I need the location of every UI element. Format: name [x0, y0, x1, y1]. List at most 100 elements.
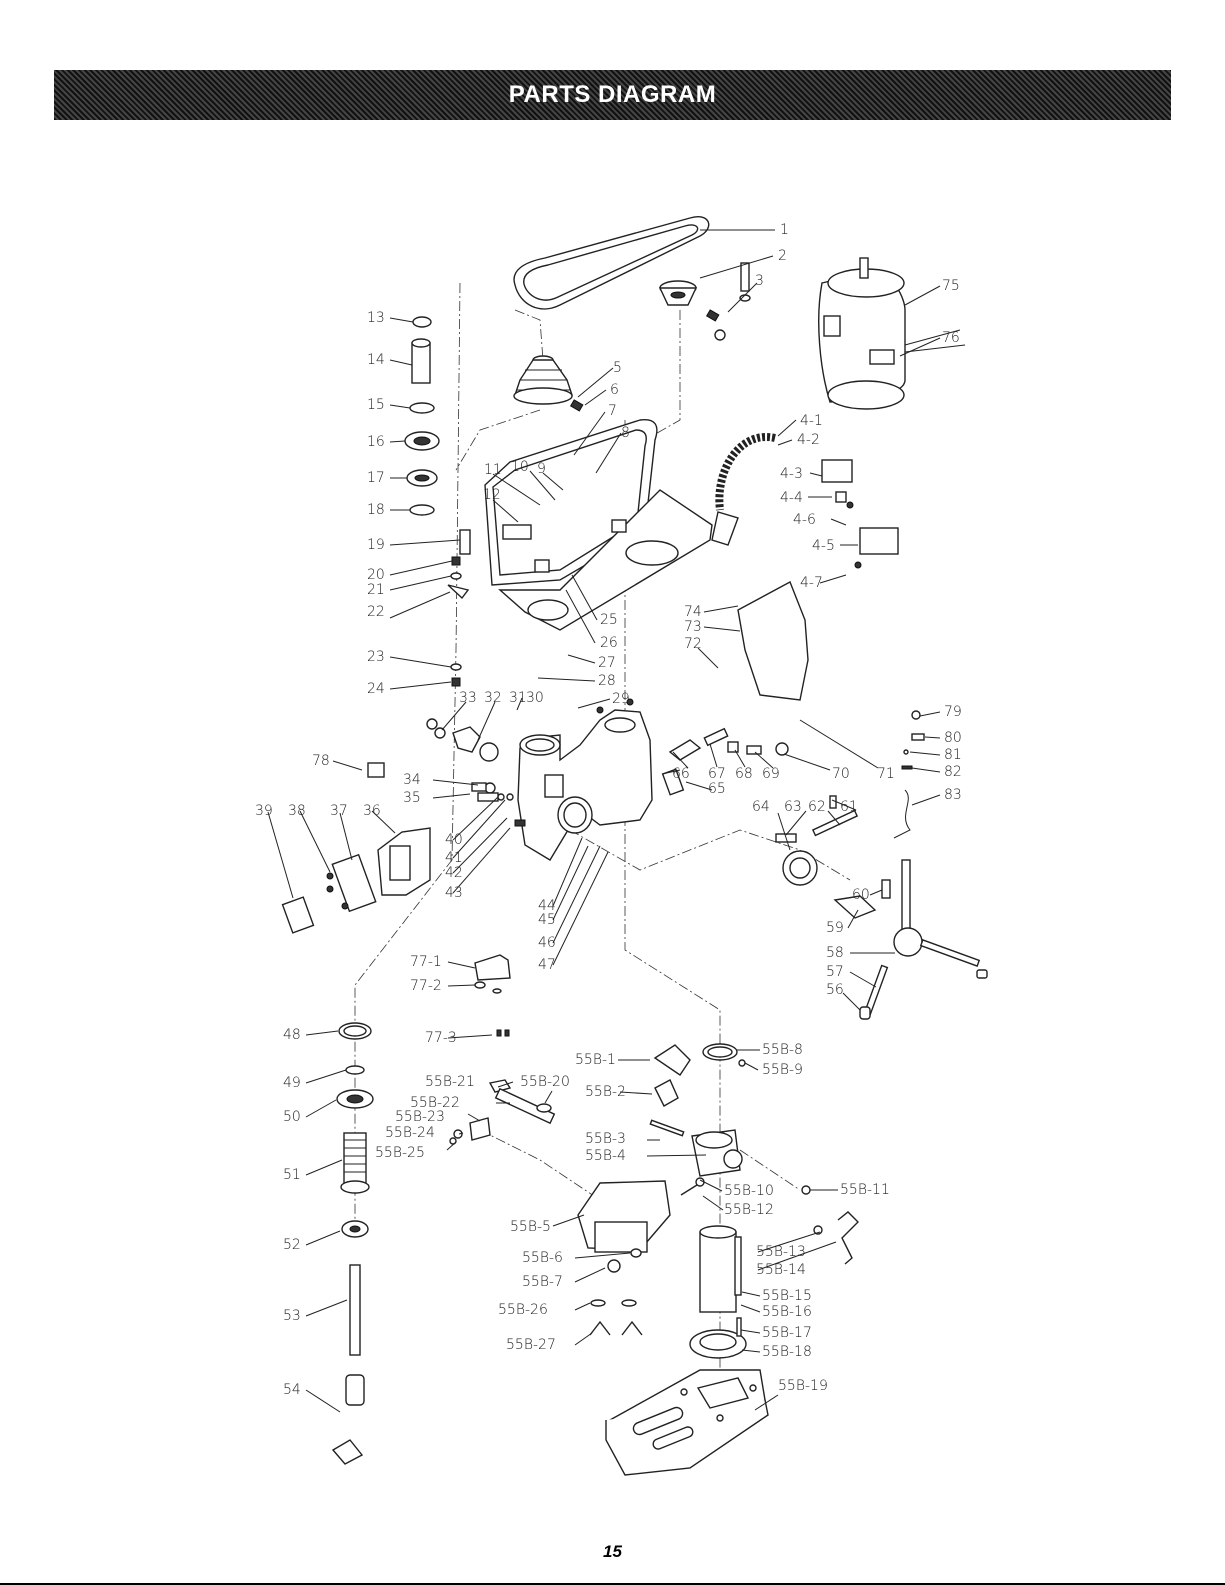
callout-72: 72: [684, 636, 702, 652]
callout-55b-20: 55B-20: [520, 1074, 570, 1090]
callout-39: 39: [255, 803, 273, 819]
callout-12: 12: [483, 487, 501, 503]
callout-57: 57: [826, 964, 844, 980]
table-assembly: [449, 1079, 671, 1336]
callout-4-3: 4-3: [780, 466, 803, 482]
callout-55b-7: 55B-7: [522, 1274, 563, 1290]
belt-guard: [484, 418, 713, 631]
callout-51: 51: [283, 1167, 301, 1183]
callout-77-2: 77-2: [410, 978, 442, 994]
callout-21: 21: [367, 582, 385, 598]
callout-2: 2: [778, 248, 787, 264]
head-casting: [517, 698, 653, 861]
callout-55b-10: 55B-10: [724, 1183, 774, 1199]
support-bracket: [474, 954, 511, 1037]
callout-45: 45: [538, 912, 556, 928]
callout-55b-19: 55B-19: [778, 1378, 828, 1394]
callout-81: 81: [944, 747, 962, 763]
callout-55b-12: 55B-12: [724, 1202, 774, 1218]
callout-1: 1: [780, 222, 789, 238]
callout-65: 65: [708, 781, 726, 797]
callout-25: 25: [600, 612, 618, 628]
callout-9: 9: [537, 461, 546, 477]
callout-4-4: 4-4: [780, 490, 803, 506]
callout-69: 69: [762, 766, 780, 782]
callout-48: 48: [283, 1027, 301, 1043]
callout-55b-15: 55B-15: [762, 1288, 812, 1304]
callout-4-2: 4-2: [797, 432, 820, 448]
header-banner: PARTS DIAGRAM: [54, 70, 1171, 120]
callout-73: 73: [684, 619, 702, 635]
callout-38: 38: [288, 803, 306, 819]
page-number: 15: [603, 1542, 622, 1561]
callout-53: 53: [283, 1308, 301, 1324]
callout-63: 63: [784, 799, 802, 815]
callout-55b-25: 55B-25: [375, 1145, 425, 1161]
callout-6: 6: [610, 382, 619, 398]
callout-55b-16: 55B-16: [762, 1304, 812, 1320]
page-title: PARTS DIAGRAM: [508, 81, 717, 108]
callout-55b-27: 55B-27: [506, 1337, 556, 1353]
callout-82: 82: [944, 764, 962, 780]
callout-64: 64: [752, 799, 770, 815]
callout-20: 20: [367, 567, 385, 583]
callout-30: 30: [526, 690, 544, 706]
callout-55b-17: 55B-17: [762, 1325, 812, 1341]
callout-79: 79: [944, 704, 962, 720]
callout-60: 60: [852, 887, 870, 903]
callout-78: 78: [312, 753, 330, 769]
callout-66: 66: [672, 766, 690, 782]
callout-55b-18: 55B-18: [762, 1344, 812, 1360]
motor: [714, 257, 966, 701]
callout-58: 58: [826, 945, 844, 961]
callout-68: 68: [735, 766, 753, 782]
callout-10: 10: [511, 459, 529, 475]
callout-35: 35: [403, 790, 421, 806]
callout-14: 14: [367, 352, 385, 368]
callout-18: 18: [367, 502, 385, 518]
cord-parts: [893, 710, 925, 839]
callout-55b-5: 55B-5: [510, 1219, 551, 1235]
callout-80: 80: [944, 730, 962, 746]
callout-77-3: 77-3: [425, 1030, 457, 1046]
callout-15: 15: [367, 397, 385, 413]
callout-55b-11: 55B-11: [840, 1182, 890, 1198]
callout-62: 62: [808, 799, 826, 815]
callout-76: 76: [942, 330, 960, 346]
callout-7: 7: [608, 403, 617, 419]
callout-26: 26: [600, 635, 618, 651]
callout-55b-26: 55B-26: [498, 1302, 548, 1318]
callout-17: 17: [367, 470, 385, 486]
motor-pulley: [658, 280, 720, 322]
column-support: [649, 1043, 859, 1359]
callout-55b-3: 55B-3: [585, 1131, 626, 1147]
base: [605, 1369, 769, 1476]
callout-55b-6: 55B-6: [522, 1250, 563, 1266]
callout-4-7: 4-7: [800, 575, 823, 591]
callout-71: 71: [877, 766, 895, 782]
callout-55b-24: 55B-24: [385, 1125, 435, 1141]
callout-54: 54: [283, 1382, 301, 1398]
callout-3: 3: [755, 273, 764, 289]
callout-83: 83: [944, 787, 962, 803]
callout-77-1: 77-1: [410, 954, 442, 970]
callout-44: 44: [538, 898, 556, 914]
callout-55b-9: 55B-9: [762, 1062, 803, 1078]
leader-lines: [267, 229, 941, 1413]
quill-assembly: [331, 1022, 374, 1465]
callout-43: 43: [445, 885, 463, 901]
callout-41: 41: [445, 850, 463, 866]
belt: [513, 216, 710, 310]
callout-4-6: 4-6: [793, 512, 816, 528]
callout-32: 32: [484, 690, 502, 706]
callout-70: 70: [832, 766, 850, 782]
bottom-rule: [0, 1583, 1225, 1585]
callout-29: 29: [612, 691, 630, 707]
callout-4-5: 4-5: [812, 538, 835, 554]
callout-55b-14: 55B-14: [756, 1262, 806, 1278]
callout-31: 31: [509, 690, 527, 706]
callout-47: 47: [538, 957, 556, 973]
callout-49: 49: [283, 1075, 301, 1091]
callout-46: 46: [538, 935, 556, 951]
